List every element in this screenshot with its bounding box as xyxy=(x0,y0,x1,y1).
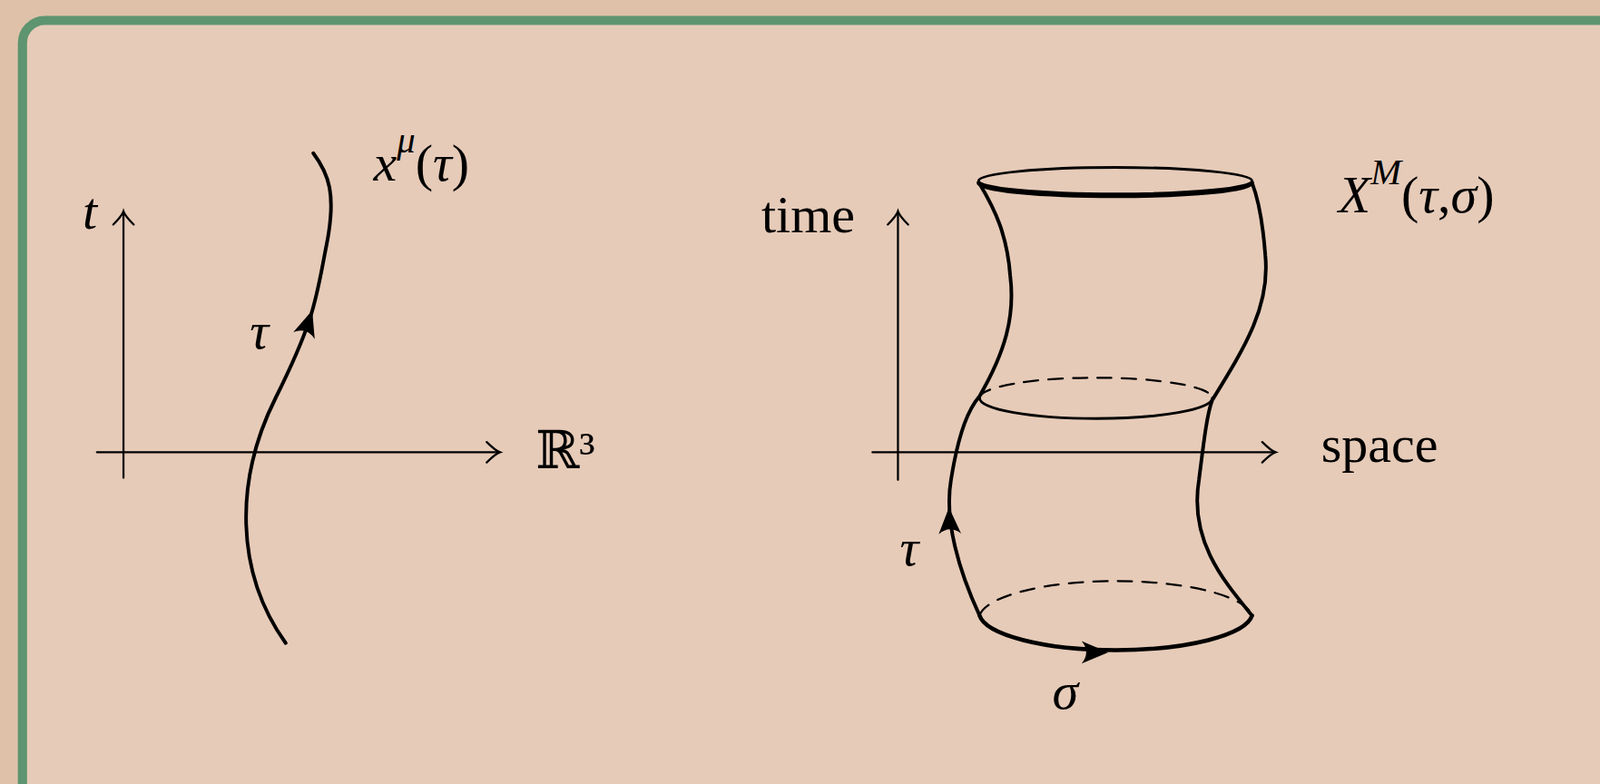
middle-loop-back xyxy=(979,377,1212,399)
sheet-edge xyxy=(949,184,1012,617)
label-glyph: μ xyxy=(396,119,415,161)
label-glyph: a xyxy=(1367,414,1392,474)
math-label: t xyxy=(82,185,98,238)
label-glyph: τ xyxy=(432,133,452,193)
label-glyph: c xyxy=(1391,414,1415,474)
bottom-loop-back xyxy=(979,580,1252,616)
axis-arrow xyxy=(486,441,501,463)
label-glyph: ( xyxy=(1401,165,1419,225)
time-axis xyxy=(896,212,899,481)
label-glyph: τ xyxy=(899,518,919,578)
label-glyph: M xyxy=(1370,151,1402,193)
label-glyph: , xyxy=(1437,165,1452,225)
math-label: τ xyxy=(899,521,919,575)
worldline xyxy=(245,153,332,644)
label-glyph: τ xyxy=(249,301,269,361)
frame xyxy=(22,20,1600,784)
tau-arrow xyxy=(937,507,962,535)
label-glyph: p xyxy=(1341,414,1368,474)
top-loop-front xyxy=(978,182,1252,197)
label-glyph: ℝ xyxy=(535,421,580,481)
label-glyph: ( xyxy=(415,133,433,193)
label-glyph: σ xyxy=(1451,165,1478,225)
axis-arrow xyxy=(113,211,134,226)
math-label: xμ(τ) xyxy=(373,122,471,189)
space-axis xyxy=(97,451,500,453)
middle-loop-front xyxy=(979,398,1212,420)
label-glyph: t xyxy=(82,181,98,241)
tau-arrow xyxy=(293,306,324,339)
label-glyph: ³ xyxy=(579,421,595,481)
label-glyph: e xyxy=(1414,414,1439,474)
bottom-loop-front xyxy=(979,615,1252,650)
label-glyph: t xyxy=(761,185,776,245)
math-label: space xyxy=(1321,418,1439,472)
label-glyph: i xyxy=(775,185,791,245)
label-glyph: x xyxy=(373,133,398,193)
math-label: σ xyxy=(1052,665,1080,718)
time-axis xyxy=(122,212,125,479)
label-glyph: σ xyxy=(1052,661,1080,721)
label-glyph: m xyxy=(790,185,832,245)
label-glyph: τ xyxy=(1418,165,1438,225)
label-glyph: ) xyxy=(1476,165,1494,225)
math-label: ℝ³ xyxy=(535,424,596,478)
axis-arrow xyxy=(1262,441,1277,463)
label-glyph: X xyxy=(1338,165,1371,225)
label-glyph: ) xyxy=(451,133,470,193)
label-glyph: e xyxy=(831,185,855,245)
space-axis xyxy=(872,451,1275,453)
math-label: XM(τ,σ) xyxy=(1338,154,1495,221)
sigma-arrow xyxy=(1081,641,1109,665)
math-label: time xyxy=(761,188,855,242)
math-label: τ xyxy=(249,304,269,358)
axis-arrow xyxy=(887,211,908,226)
top-loop xyxy=(978,167,1252,195)
label-glyph: s xyxy=(1321,414,1343,474)
sheet-edge xyxy=(1197,182,1267,616)
